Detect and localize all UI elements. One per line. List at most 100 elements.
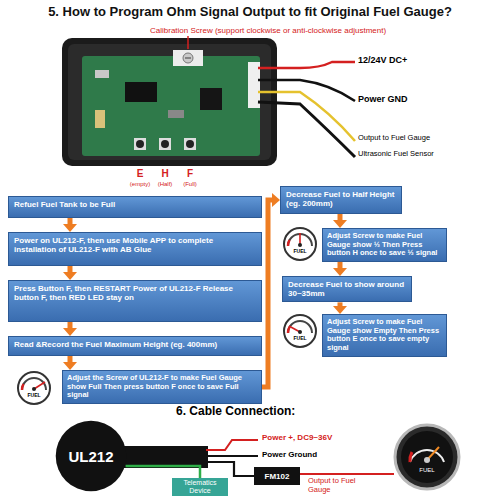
- fuel-gauge-icon: [284, 315, 316, 347]
- push-button: [184, 138, 196, 150]
- process-box: Decrease Fuel to Half Height (eg. 200mm): [280, 186, 402, 214]
- connector: [333, 214, 347, 228]
- wire-label: Power +, DC9~36V: [262, 433, 382, 442]
- button-label: H: [159, 168, 171, 180]
- fuel-gauge: [395, 425, 459, 489]
- wire-label: Power Ground: [262, 450, 382, 459]
- circuit-board: [82, 56, 260, 156]
- node-text: Decrease Fuel to show around 30~35mm: [288, 280, 406, 298]
- module-box: FM102: [254, 467, 300, 485]
- section-heading: 6. Cable Connection:: [176, 405, 376, 419]
- gauge-label: FUEL: [22, 393, 46, 399]
- output-wire: [300, 473, 394, 475]
- gauge-red-zone: [410, 452, 412, 462]
- button-caption: (Full): [175, 181, 205, 188]
- gauge-dial: [410, 450, 444, 462]
- node-text: Power on UL212-F, then use Mobile APP to…: [14, 236, 256, 254]
- process-box: Refuel Fuel Tank to be Full: [8, 196, 262, 218]
- arrow-head: [333, 220, 347, 228]
- connector-line: [68, 266, 73, 273]
- node-text: FM102: [265, 472, 290, 481]
- cable-wiring: [110, 440, 394, 474]
- callout-text: Calibration Screw (support clockwise or …: [150, 26, 490, 35]
- connector-line: [338, 262, 343, 269]
- arrow-head: [63, 272, 77, 280]
- gauge-body: [18, 372, 50, 404]
- push-button-cap: [186, 140, 194, 148]
- gauge-dial: [288, 234, 312, 246]
- device-case-inner: [68, 44, 271, 160]
- push-button-cap: [136, 140, 144, 148]
- calibration-screw: [183, 53, 193, 63]
- fuel-gauge-icon: [18, 372, 50, 404]
- wire-label: Ultrasonic Fuel Sensor: [358, 150, 478, 159]
- process-box: Press Button F, then RESTART Power of UL…: [8, 280, 262, 322]
- process-box: Power on UL212-F, then use Mobile APP to…: [8, 232, 262, 266]
- connector-line: [126, 462, 254, 476]
- button-caption: (Half): [150, 181, 180, 188]
- gauge-red-zone: [22, 384, 24, 390]
- sensor-cable: [258, 102, 355, 157]
- process-box: Adjust the Screw of UL212-F to make Fuel…: [62, 370, 262, 404]
- gauge-hub: [424, 457, 430, 463]
- connector-line: [338, 214, 343, 221]
- node-text: Refuel Fuel Tank to be Full: [14, 200, 256, 209]
- node-text: Press Button F, then RESTART Power of UL…: [14, 284, 256, 302]
- process-box: Adjust Screw to make Fuel Gauge show ½ T…: [322, 228, 447, 262]
- button-label: F: [184, 168, 196, 180]
- push-button-cap: [161, 140, 169, 148]
- calibration-potentiometer: [173, 50, 203, 66]
- connector: [63, 356, 77, 370]
- node-text: Telematics Device: [174, 479, 226, 494]
- process-box: Read &Record the Fuel Maximum Height (eg…: [8, 336, 262, 356]
- chip: [125, 82, 157, 102]
- heading: 5. How to Program Ohm Signal Output to f…: [0, 4, 500, 19]
- arrow-head: [63, 362, 77, 370]
- gauge-bezel: [395, 425, 459, 489]
- device-photo: [62, 36, 355, 166]
- gauge-body: [284, 228, 316, 260]
- node-text: Read &Record the Fuel Maximum Height (eg…: [14, 340, 256, 349]
- leader-line: [187, 36, 189, 49]
- gauge-red-zone: [288, 327, 290, 333]
- gauge-hub: [32, 387, 36, 391]
- gauge-label: FUEL: [288, 336, 312, 342]
- gauge-face: [401, 431, 453, 483]
- arrow-head: [63, 224, 77, 232]
- connector-line: [262, 200, 273, 387]
- ground-wire: [206, 455, 258, 457]
- gauge-hub: [298, 243, 302, 247]
- button-label: E: [134, 168, 146, 180]
- screw-slot: [185, 57, 191, 58]
- connector: [63, 266, 77, 280]
- gauge-dial: [22, 378, 46, 390]
- wire-label: 12/24V DC+: [358, 55, 468, 65]
- chip: [200, 88, 222, 110]
- wire-label: Output to Fuel Gauge: [308, 477, 380, 494]
- gauge-red-zone: [288, 240, 290, 246]
- device-box: Telematics Device: [172, 478, 228, 496]
- arrow-head: [272, 193, 280, 207]
- component: [95, 110, 105, 128]
- process-box: Adjust Screw to make Fuel Gauge show Emp…: [322, 314, 447, 357]
- push-button: [159, 138, 171, 150]
- arrow-head: [333, 268, 347, 276]
- connector-line: [338, 302, 343, 306]
- connector-line: [68, 322, 73, 329]
- gauge-hub: [298, 330, 302, 334]
- connector: [63, 218, 77, 232]
- component: [168, 110, 184, 118]
- connector: [126, 462, 254, 476]
- process-box: Decrease Fuel to show around 30~35mm: [282, 276, 412, 302]
- arrow-head: [333, 306, 347, 314]
- connector-line: [126, 466, 200, 478]
- gauge-label: FUEL: [412, 467, 442, 474]
- node-text: Adjust the Screw of UL212-F to make Fuel…: [67, 374, 257, 400]
- circle-fill: [56, 421, 127, 492]
- sensor-circle: UL212: [55, 420, 127, 492]
- connector-line: [68, 218, 73, 225]
- gauge-body: [284, 315, 316, 347]
- power-wire: [258, 62, 355, 68]
- connector: [333, 302, 347, 314]
